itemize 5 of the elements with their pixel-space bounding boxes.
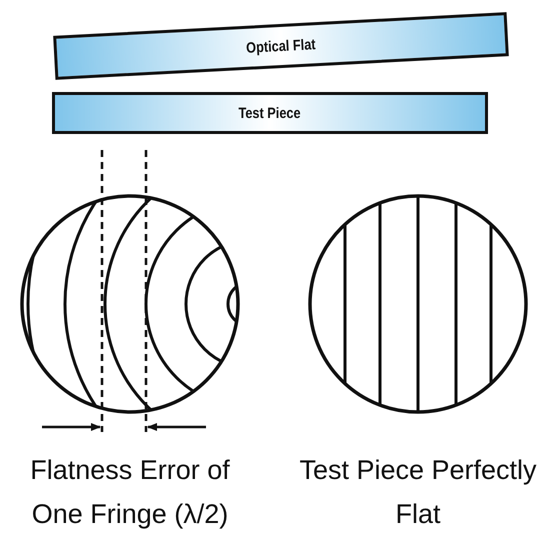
plate-label: Optical Flat <box>246 36 316 56</box>
caption: Test Piece Perfectly Flat <box>298 454 538 531</box>
glass-plate <box>52 92 488 134</box>
caption: Flatness Error of One Fringe (λ/2) <box>29 454 231 531</box>
plate-label: Test Piece <box>238 104 302 122</box>
